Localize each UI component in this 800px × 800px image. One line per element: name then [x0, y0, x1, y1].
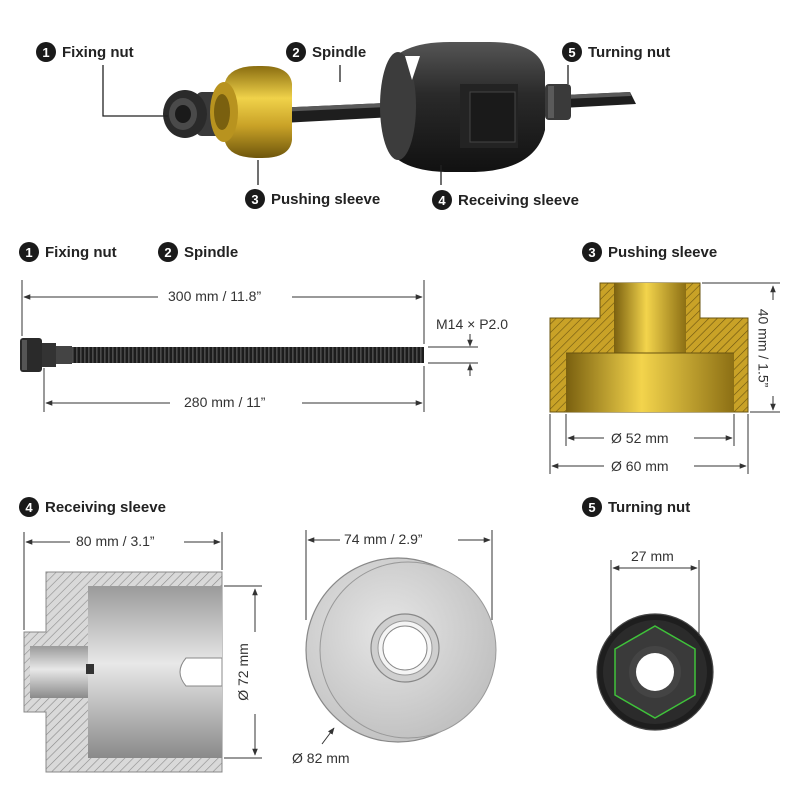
- spindle-dim-300: [21, 280, 425, 344]
- spindle-drawing: [20, 280, 478, 412]
- badge-1: 1: [36, 42, 56, 62]
- badge-3: 3: [582, 242, 602, 262]
- label-fixing-nut: 1 Fixing nut: [36, 42, 134, 62]
- pushing-sleeve-dim-52: [565, 414, 735, 446]
- heading-text: Receiving sleeve: [45, 498, 166, 516]
- receiving-sleeve-face-width: 74 mm / 2.9”: [344, 531, 423, 547]
- spindle-overall-length: 300 mm / 11.8”: [168, 288, 262, 304]
- pushing-sleeve-dim-60: [549, 414, 749, 474]
- heading-text: Spindle: [184, 243, 239, 261]
- label-turning-nut: 5 Turning nut: [562, 42, 670, 62]
- heading-receiving-sleeve: 4 Receiving sleeve: [19, 497, 166, 517]
- label-text: Turning nut: [588, 43, 671, 61]
- label-receiving-sleeve: 4 Receiving sleeve: [432, 190, 579, 210]
- badge-5: 5: [562, 42, 582, 62]
- receiving-sleeve-dim-length: [23, 532, 223, 630]
- pushing-sleeve-bore: [614, 283, 686, 353]
- pushing-sleeve-recess: [566, 353, 734, 412]
- heading-text: Fixing nut: [45, 243, 117, 261]
- receiving-sleeve-section-drawing: [23, 532, 262, 773]
- label-text: Spindle: [312, 43, 367, 61]
- receiving-sleeve-slot: [179, 657, 223, 687]
- label-text: Receiving sleeve: [458, 191, 579, 209]
- pushing-sleeve-dim-height: [702, 282, 780, 413]
- receiving-sleeve-dim-72: [224, 585, 262, 759]
- heading-spindle: 2 Spindle: [158, 242, 238, 262]
- badge-5: 5: [582, 497, 602, 517]
- heading-text: Pushing sleeve: [608, 243, 718, 261]
- assembly-fixing-nut: [163, 90, 224, 138]
- turning-nut-dim-27: [610, 560, 700, 636]
- heading-turning-nut: 5 Turning nut: [582, 497, 690, 517]
- receiving-sleeve-length: 80 mm / 3.1”: [76, 533, 155, 549]
- spindle-thread-spec: M14 × P2.0: [436, 316, 508, 332]
- pushing-sleeve-height: 40 mm / 1.5”: [755, 308, 772, 388]
- receiving-sleeve-outer-diameter: Ø 82 mm: [292, 750, 350, 766]
- badge-3: 3: [245, 189, 265, 209]
- receiving-sleeve-dim-74: [305, 530, 493, 620]
- badge-1: 1: [19, 242, 39, 262]
- assembly-receiving-sleeve: [380, 42, 545, 172]
- turning-nut-drawing: [596, 560, 714, 731]
- label-text: Fixing nut: [62, 43, 134, 61]
- pushing-sleeve-inner-diameter: Ø 52 mm: [611, 430, 669, 446]
- spindle-thread-length: 280 mm / 11”: [184, 394, 266, 410]
- turning-nut-width: 27 mm: [631, 548, 674, 564]
- label-spindle: 2 Spindle: [286, 42, 366, 62]
- receiving-sleeve-inner-diameter: Ø 72 mm: [234, 643, 251, 701]
- spindle-dim-thread: [428, 334, 478, 376]
- receiving-sleeve-face-drawing: [305, 530, 497, 745]
- heading-pushing-sleeve: 3 Pushing sleeve: [582, 242, 717, 262]
- badge-4: 4: [432, 190, 452, 210]
- pushing-sleeve-drawing: [549, 282, 780, 474]
- assembly-illustration: [102, 42, 636, 185]
- heading-text: Turning nut: [608, 498, 691, 516]
- spindle-dim-280: [43, 366, 425, 412]
- assembly-pushing-sleeve: [210, 66, 292, 158]
- heading-fixing-nut: 1 Fixing nut: [19, 242, 117, 262]
- assembly-turning-nut: [545, 84, 571, 120]
- badge-2: 2: [286, 42, 306, 62]
- receiving-sleeve-dim-82-leader: [321, 727, 335, 745]
- label-text: Pushing sleeve: [271, 190, 381, 208]
- spindle-threaded-rod: [72, 347, 424, 363]
- label-pushing-sleeve: 3 Pushing sleeve: [245, 189, 380, 209]
- pushing-sleeve-outer-diameter: Ø 60 mm: [611, 458, 669, 474]
- receiving-sleeve-hole: [30, 646, 88, 698]
- badge-2: 2: [158, 242, 178, 262]
- badge-4: 4: [19, 497, 39, 517]
